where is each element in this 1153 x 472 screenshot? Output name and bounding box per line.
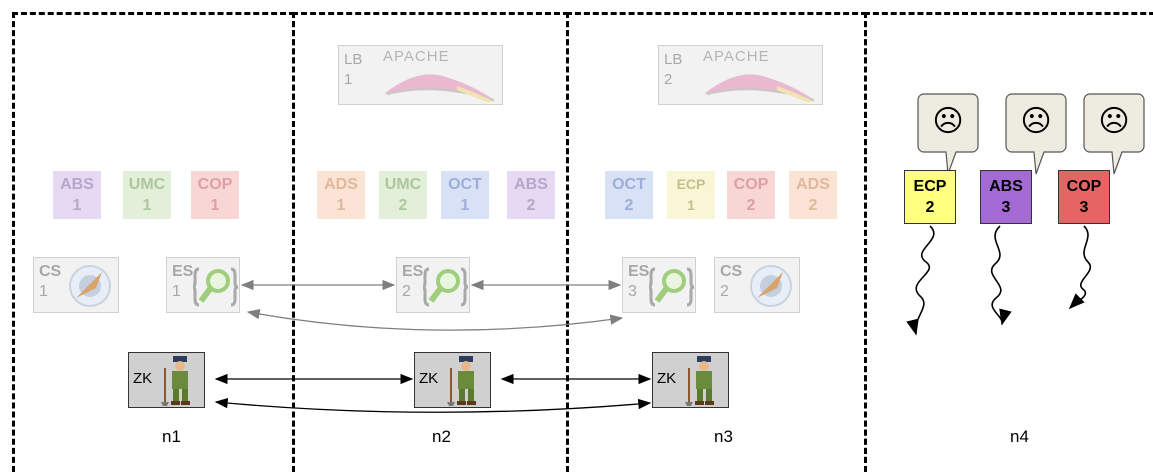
sad-face-bubble-1: ☹ (924, 100, 972, 146)
node-label-n1: n1 (162, 427, 181, 446)
sad-face-icon: ☹ (932, 104, 964, 139)
speech-bubbles (917, 93, 1145, 175)
sad-face-icon: ☹ (1098, 104, 1130, 139)
rocket-logo-icon (69, 265, 111, 307)
zookeeper-node-1: ZK (128, 352, 205, 408)
magnifier-icon (423, 267, 469, 307)
zookeeper-figure-icon (161, 356, 190, 406)
speech-bubble-1 (917, 93, 979, 175)
magnifier-icon (193, 267, 239, 307)
zk-2-tag: ZK (419, 370, 439, 387)
es1-es3-arrow (246, 308, 624, 331)
sad-face-bubble-2: ☹ (1012, 100, 1060, 146)
apache-feather-icon (384, 74, 495, 102)
speech-bubble-2 (1005, 93, 1067, 175)
abs-3-failure-squiggle (990, 225, 1012, 326)
apache-brand-text: APACHE (703, 48, 770, 65)
apache-brand-text: APACHE (383, 48, 450, 65)
zk1-zk3-arrow (214, 397, 652, 413)
speech-bubble-3 (1083, 93, 1145, 175)
magnifier-icon (649, 267, 695, 307)
zk-1-tag: ZK (133, 370, 153, 387)
connection-arrows (214, 225, 1092, 413)
zk-3-tag: ZK (657, 370, 677, 387)
node-label-n3: n3 (714, 427, 733, 446)
sad-face-bubble-3: ☹ (1090, 100, 1138, 146)
node-label-n2: n2 (432, 427, 451, 446)
cop-3-failure-squiggle (1068, 225, 1092, 310)
apache-feather-icon (704, 74, 815, 102)
zookeeper-node-3: ZK (652, 352, 729, 408)
node-label-n4: n4 (1010, 427, 1029, 446)
rocket-logo-icon (750, 265, 792, 307)
zookeeper-figure-icon (685, 356, 714, 406)
ecp-2-failure-squiggle (906, 225, 935, 336)
sad-face-icon: ☹ (1020, 104, 1052, 139)
node-n4-boundary (864, 12, 1153, 472)
